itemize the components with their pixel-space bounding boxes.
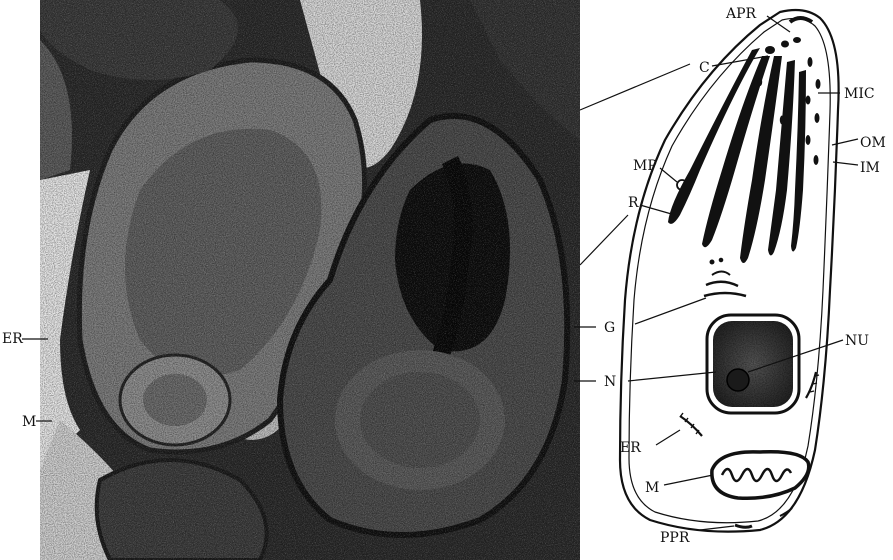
diagram-label-apr: APR [725, 6, 757, 22]
diagram-label-im: IM [860, 160, 880, 176]
diagram-label-g: G [604, 320, 615, 336]
diagram-label-n: N [604, 374, 616, 390]
diagram-label-ppr: PPR [660, 530, 690, 546]
nucleus [707, 315, 799, 413]
diagram-label-mic: MIC [844, 86, 875, 102]
diagram-label-om: OM [860, 135, 886, 151]
diagram-label-r: R [628, 195, 639, 211]
diagram-label-mp: MP [633, 158, 657, 174]
micrograph-label-m: M [22, 414, 36, 430]
cell-diagram [620, 10, 839, 532]
diagram-label-nu: NU [845, 333, 869, 349]
diagram-label-er: ER [620, 440, 641, 456]
micrograph-label-er: ER [2, 331, 23, 347]
diagram-label-c: C [699, 60, 710, 76]
nucleolus [727, 369, 749, 391]
electron-micrograph [40, 0, 580, 560]
diagram-label-m: M [645, 480, 659, 496]
